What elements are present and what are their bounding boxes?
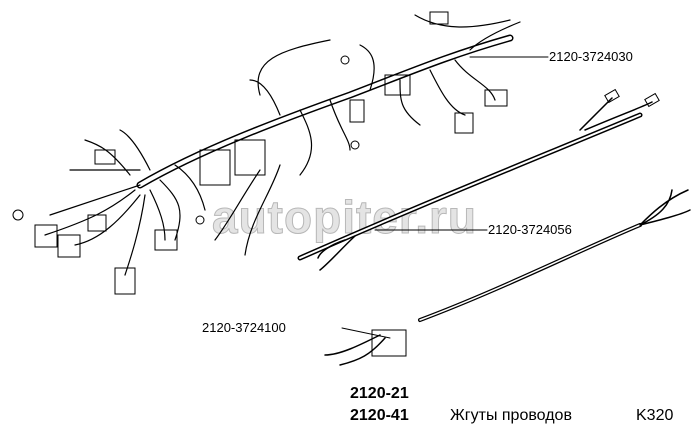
- callout-2120-3724100: 2120-3724100: [202, 320, 286, 335]
- caption-title: Жгуты проводов: [450, 407, 572, 424]
- callout-2120-3724030: 2120-3724030: [549, 49, 633, 64]
- caption-model-1: 2120-21: [350, 385, 409, 402]
- callout-2120-3724056: 2120-3724056: [488, 222, 572, 237]
- caption-model-2: 2120-41: [350, 407, 409, 424]
- leader-line-lower: [341, 327, 391, 339]
- lower-harness: [324, 189, 691, 366]
- middle-harness: [297, 88, 660, 271]
- caption-code: K320: [636, 407, 674, 424]
- main-harness: [12, 11, 521, 295]
